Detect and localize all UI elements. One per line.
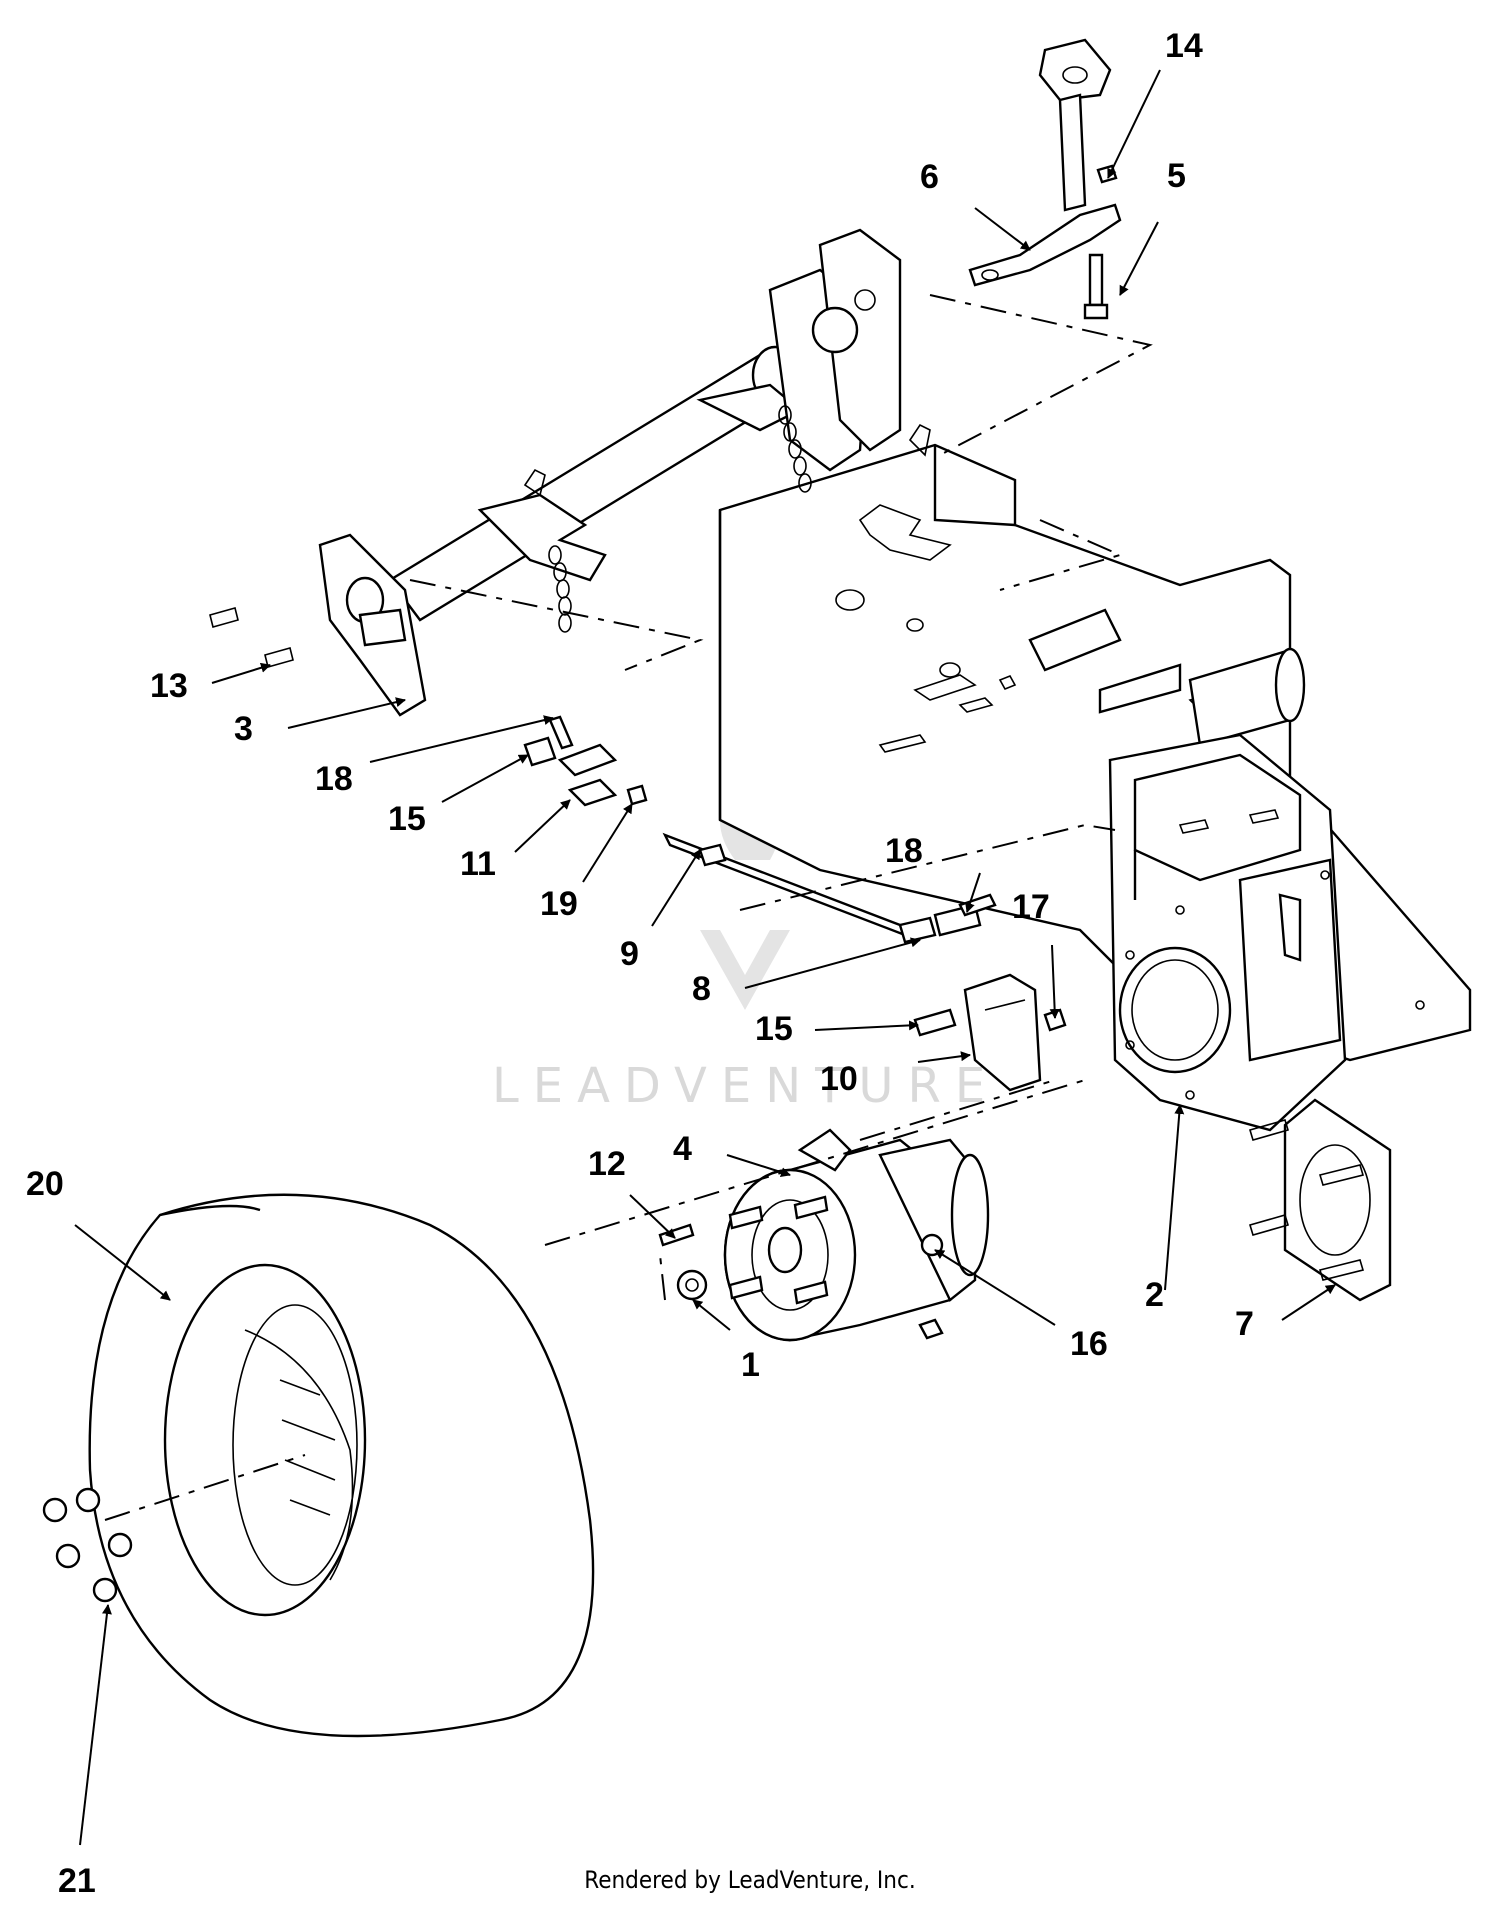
linkage-part [523,715,1067,1037]
watermark-text: LEADVENTURE [492,1058,999,1114]
callout-18b: 18 [885,832,923,870]
frame-part [718,443,1472,1062]
callout-17: 17 [1012,888,1050,926]
mount-plate-part [1249,1098,1392,1302]
callout-13: 13 [150,667,188,705]
callout-7: 7 [1235,1305,1254,1343]
callout-12: 12 [588,1145,626,1183]
callout-20: 20 [26,1165,64,1203]
callout-21: 21 [58,1862,96,1900]
leader-lines [74,69,1336,1846]
bolt-part [209,607,294,668]
callout-14: 14 [1165,27,1203,65]
callout-6: 6 [920,158,939,196]
callout-4: 4 [673,1130,692,1168]
callout-15b: 15 [755,1010,793,1048]
hardware-part [658,1223,708,1301]
callout-3: 3 [234,710,253,748]
wheel-motor-part [723,1128,990,1342]
callout-10: 10 [820,1060,858,1098]
callout-16: 16 [1070,1325,1108,1363]
callout-8: 8 [692,970,711,1008]
lug-nut-part [42,1487,133,1603]
assembly-lines [104,294,1153,1521]
callout-5: 5 [1167,157,1186,195]
bracket-part [963,973,1042,1092]
callout-2: 2 [1145,1276,1164,1314]
callout-numbers: 1 2 3 4 5 6 7 8 9 10 11 12 13 14 15 15 1… [26,27,1254,1900]
callout-19: 19 [540,885,578,923]
callout-18a: 18 [315,760,353,798]
steering-lever-part [968,38,1122,320]
lift-shaft-part [318,228,931,717]
callout-15a: 15 [388,800,426,838]
callout-1: 1 [741,1346,760,1384]
side-plate-part [1108,733,1425,1132]
callout-9: 9 [620,935,639,973]
callout-11: 11 [460,845,496,883]
tire-part [88,1193,595,1738]
footer-credit: Rendered by LeadVenture, Inc. [584,1866,916,1894]
